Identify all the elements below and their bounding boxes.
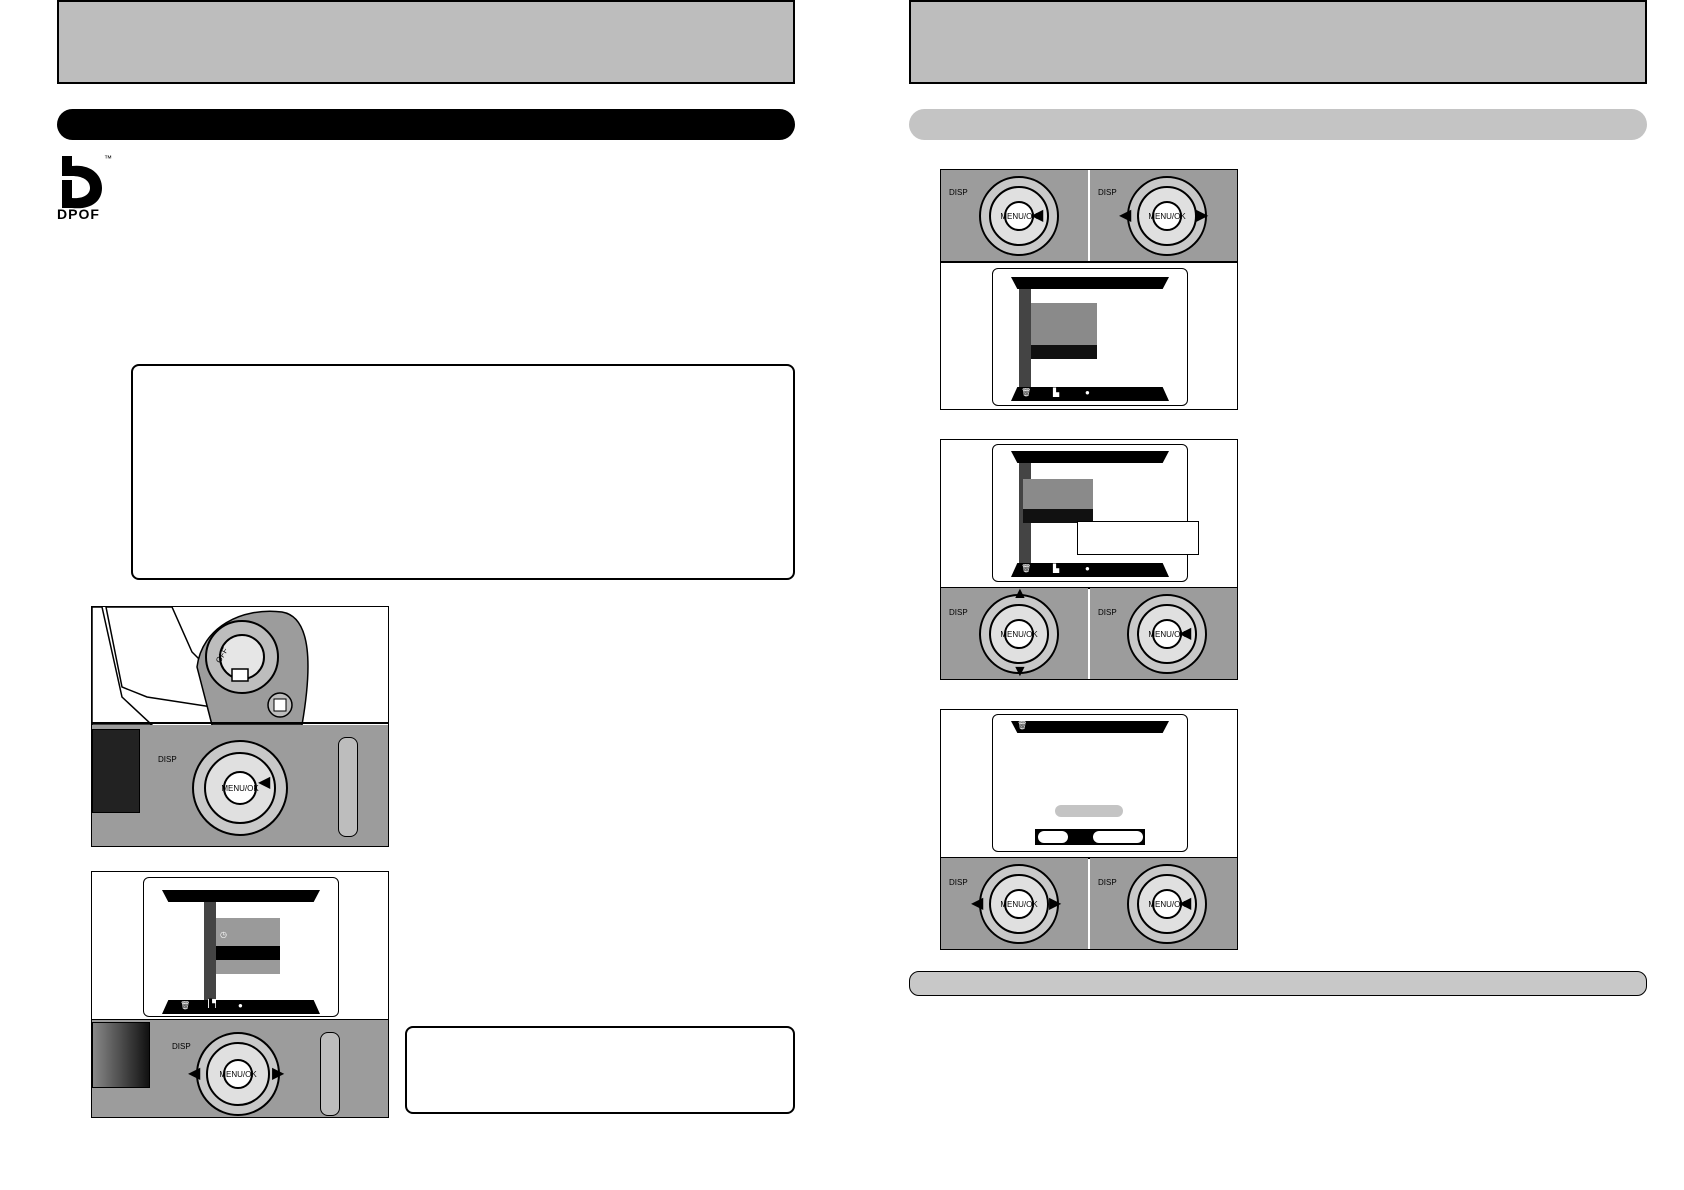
press-arrow-icon: ◀ — [1179, 895, 1192, 912]
arrow-right-icon: ▶ — [272, 1065, 285, 1082]
confirm-message-pill — [1055, 805, 1123, 817]
microphone-icon: ● — [1085, 564, 1090, 573]
side-strap-slot — [338, 737, 358, 837]
menu-bottom-bar — [1011, 563, 1169, 577]
trash-icon: 🗑 — [1021, 564, 1032, 573]
lcd-confirm-screen: 🗑 — [992, 714, 1188, 852]
lcd-menu-screen: 🗑 ▙ ● — [992, 268, 1188, 406]
disp-label: DISP — [172, 1042, 191, 1051]
mode-dial-illustration — [92, 607, 388, 725]
menu-option-dark — [1023, 509, 1093, 523]
menu-ok-button-right[interactable]: MENU/OK — [1148, 201, 1186, 231]
panel-divider — [92, 1019, 388, 1021]
menu-title-bar — [1011, 451, 1169, 463]
confirm-title-bar — [1011, 721, 1169, 733]
submenu-popup — [1077, 521, 1199, 555]
confirm-cancel-button[interactable] — [1093, 831, 1143, 843]
menu-title-bar — [1011, 277, 1169, 289]
trash-icon: 🗑 — [1017, 721, 1028, 730]
step3-panel: 🗑 DISP MENU/OK ◀ ▶ DISP MENU/OK ◀ — [940, 709, 1238, 950]
lcd-screen-edge — [92, 729, 140, 813]
lcd-menu-screen: ◷ 🗑 ▙ ● — [143, 877, 339, 1017]
menu-option-selected — [1031, 345, 1097, 359]
lcd-menu-screen: 🗑 ▙ ● — [992, 444, 1199, 582]
menu-ok-button-left[interactable]: MENU/OK — [1000, 201, 1038, 231]
press-arrow-icon: ◀ — [1179, 625, 1192, 642]
disp-label: DISP — [158, 755, 177, 764]
clock-icon: ◷ — [220, 930, 227, 939]
print-icon: ▙ — [208, 999, 217, 1008]
trash-icon: 🗑 — [180, 1001, 191, 1010]
dpof-logo-icon — [56, 154, 118, 224]
disp-label-left: DISP — [949, 608, 968, 617]
dpof-tm: ™ — [104, 154, 112, 163]
menu-ok-button-left[interactable]: MENU/OK — [1000, 889, 1038, 919]
side-strap-slot — [320, 1032, 340, 1116]
step2-panel: 🗑 ▙ ● DISP MENU/OK ▲ ▼ DISP MENU/OK ◀ — [940, 439, 1238, 680]
dpof-logo-text: DPOF — [57, 206, 100, 222]
disp-label-right: DISP — [1098, 878, 1117, 887]
print-icon: ▙ — [1053, 564, 1060, 573]
left-section-bar — [57, 109, 795, 140]
microphone-icon: ● — [1085, 388, 1090, 397]
menu-ok-button[interactable]: MENU/OK — [221, 771, 259, 805]
disp-label-left: DISP — [949, 878, 968, 887]
arrow-left-icon: ◀ — [188, 1065, 201, 1082]
arrow-left-icon: ◀ — [1119, 207, 1132, 224]
menu-ok-button-right[interactable]: MENU/OK — [1148, 619, 1186, 649]
menu-vertical-strip — [1019, 289, 1031, 389]
menu-bottom-bar — [162, 1000, 320, 1014]
step1-panel: DISP MENU/OK ◀ DISP MENU/OK ◀ ▶ 🗑 ▙ ● — [940, 169, 1238, 410]
panel-vertical-divider — [1088, 170, 1090, 261]
note-box — [405, 1026, 795, 1114]
menu-ok-button[interactable]: MENU/OK — [219, 1059, 257, 1089]
menu-bottom-bar — [1011, 387, 1169, 401]
disp-label-left: DISP — [949, 188, 968, 197]
disp-label-right: DISP — [1098, 608, 1117, 617]
arrow-down-icon: ▼ — [1012, 663, 1028, 680]
arrow-up-icon: ▲ — [1012, 585, 1028, 602]
menu-ok-button-left[interactable]: MENU/OK — [1000, 619, 1038, 649]
print-icon: ▙ — [1053, 388, 1060, 397]
menu-title-bar — [162, 890, 320, 902]
arrow-left-icon: ◀ — [971, 895, 984, 912]
press-arrow-icon: ◀ — [258, 774, 271, 791]
confirm-ok-button[interactable] — [1038, 831, 1068, 843]
menu-option-selected — [216, 946, 280, 960]
press-arrow-icon: ◀ — [1031, 207, 1044, 224]
camera-menu-panel: ◷ 🗑 ▙ ● DISP MENU/OK ◀ ▶ — [91, 871, 389, 1118]
left-header-box — [57, 0, 795, 84]
right-section-bar — [909, 109, 1647, 140]
disp-label-right: DISP — [1098, 188, 1117, 197]
info-box — [131, 364, 795, 580]
panel-divider — [941, 587, 1237, 589]
menu-option-grey — [1023, 479, 1093, 509]
panel-divider — [941, 261, 1237, 263]
trash-icon: 🗑 — [1021, 388, 1032, 397]
microphone-icon: ● — [238, 1001, 243, 1010]
menu-option-grey — [1031, 303, 1097, 345]
arrow-right-icon: ▶ — [1049, 895, 1062, 912]
right-header-box — [909, 0, 1647, 84]
menu-ok-button-right[interactable]: MENU/OK — [1148, 889, 1186, 919]
arrow-right-icon: ▶ — [1196, 207, 1209, 224]
lcd-edge — [92, 1022, 150, 1088]
right-bottom-bar — [909, 971, 1647, 996]
camera-top-panel: OFF DISP MENU/OK ◀ — [91, 606, 389, 847]
panel-divider — [941, 857, 1237, 859]
menu-vertical-strip — [204, 902, 216, 1002]
